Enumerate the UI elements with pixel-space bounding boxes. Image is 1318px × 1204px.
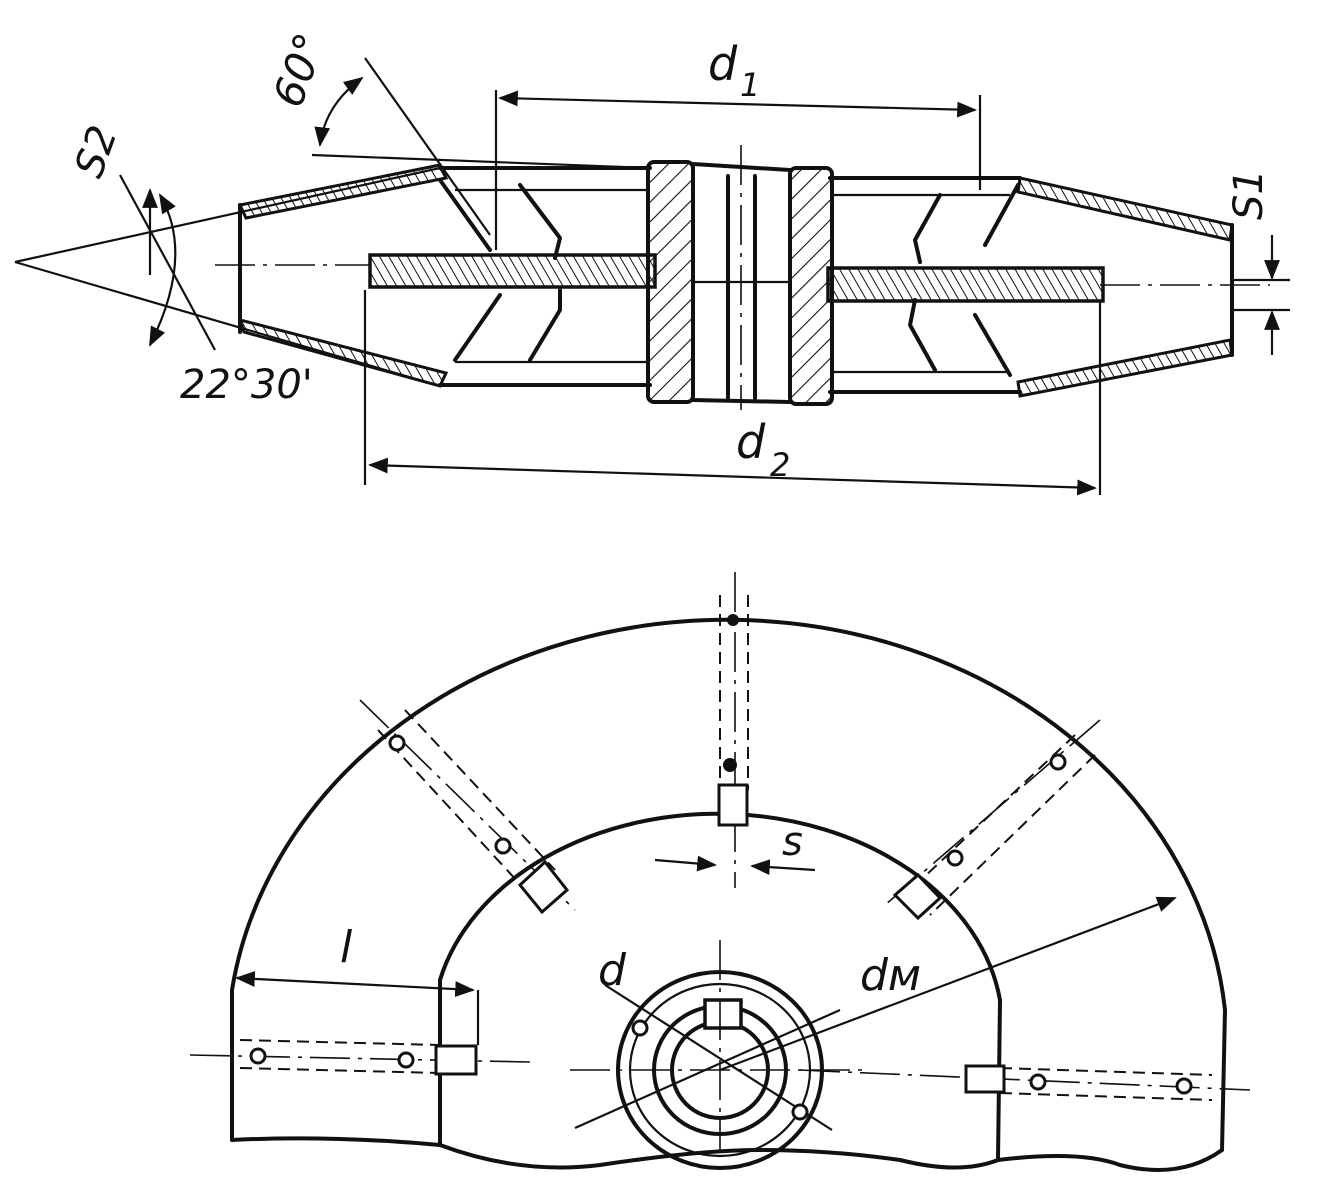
d2-label: d bbox=[736, 415, 766, 469]
d2-dimension-line bbox=[368, 457, 1097, 496]
blade-right-dash-1 bbox=[999, 1067, 1213, 1076]
hub-bolt-2 bbox=[791, 1103, 809, 1121]
blade-left-1 bbox=[518, 183, 562, 260]
angle-ray-lower bbox=[14, 260, 441, 388]
l-label: l bbox=[340, 922, 353, 973]
dm-dimension-line bbox=[719, 896, 1177, 1072]
hub-left-half bbox=[646, 160, 695, 404]
angle-ray-upper bbox=[14, 166, 441, 264]
blade-ur-dash-1 bbox=[904, 734, 1076, 896]
shroud-right-upper bbox=[1016, 176, 1234, 242]
l-dimension-line bbox=[235, 970, 475, 998]
rivet-left-2 bbox=[397, 1051, 415, 1069]
angle60-ref-line bbox=[311, 153, 651, 170]
blade-left-2 bbox=[438, 178, 492, 252]
blade-ul-dash-2 bbox=[404, 709, 556, 871]
rivet-ul-1 bbox=[388, 734, 406, 752]
break-line bbox=[230, 1136, 1224, 1172]
blade-left-dash-2 bbox=[239, 1067, 441, 1074]
blade-right-4 bbox=[908, 298, 937, 372]
blade-left-3 bbox=[453, 293, 502, 362]
d-label: d bbox=[598, 945, 627, 996]
rivet-top-1 bbox=[727, 614, 739, 626]
d1-dimension-line bbox=[498, 90, 977, 118]
s-arrow-right bbox=[750, 859, 816, 876]
angle-22-label: 22°30' bbox=[180, 362, 313, 408]
blade-right-1 bbox=[913, 193, 942, 264]
angle-ref bbox=[119, 174, 216, 351]
blade-ul-dash-1 bbox=[377, 729, 531, 896]
blade-ur-dash-2 bbox=[929, 754, 1096, 916]
main-disc-left bbox=[368, 253, 657, 289]
angle-60-label: 60° bbox=[263, 27, 335, 114]
blade-ur-slot bbox=[892, 872, 943, 921]
rivet-ul-2 bbox=[494, 837, 512, 855]
section-view: d 1 d 2 60° 22°30' S2 S1 bbox=[14, 27, 1290, 496]
blade-right-slot bbox=[964, 1064, 1006, 1094]
blade-ul-slot bbox=[517, 859, 570, 915]
d2-subscript: 2 bbox=[770, 446, 790, 484]
rivet-right-2 bbox=[1175, 1077, 1193, 1095]
blade-right-3 bbox=[973, 313, 1012, 377]
blade-left-slot bbox=[434, 1044, 478, 1076]
rivet-ur-2 bbox=[946, 849, 964, 867]
hub-diag-1 bbox=[574, 1008, 841, 1130]
plan-view: s l bbox=[189, 572, 1251, 1172]
rivet-right-1 bbox=[1029, 1073, 1047, 1091]
angle60-arc bbox=[314, 76, 364, 147]
blade-left-dash-1 bbox=[239, 1039, 441, 1046]
blade-right-dash-2 bbox=[999, 1092, 1213, 1101]
dm-label: dм bbox=[860, 950, 921, 1001]
angle60-blade-line bbox=[364, 57, 491, 236]
d1-label: d bbox=[708, 37, 738, 91]
main-disc-right bbox=[826, 266, 1105, 303]
rivet-ur-1 bbox=[1049, 753, 1067, 771]
s1-label: S1 bbox=[1226, 169, 1272, 220]
shroud-right-lower bbox=[1016, 338, 1234, 398]
d1-subscript: 1 bbox=[740, 66, 760, 104]
angle-22-arc bbox=[149, 193, 177, 347]
rivet-left-1 bbox=[249, 1047, 267, 1065]
blade-right-2 bbox=[983, 183, 1020, 247]
s2-label: S2 bbox=[66, 120, 127, 184]
hub-right-half bbox=[788, 166, 834, 406]
blade-ur-axis bbox=[884, 719, 1101, 906]
blade-left-axis bbox=[189, 1054, 531, 1063]
blade-top-slot bbox=[717, 783, 749, 827]
s-label: s bbox=[782, 819, 803, 865]
blade-left-4 bbox=[528, 288, 562, 362]
hub-bolt-1 bbox=[631, 1019, 649, 1037]
rivet-top-2 bbox=[723, 758, 737, 772]
keyway bbox=[703, 998, 743, 1030]
s-arrow-left bbox=[654, 855, 717, 872]
blade-right-axis bbox=[799, 1069, 1251, 1091]
